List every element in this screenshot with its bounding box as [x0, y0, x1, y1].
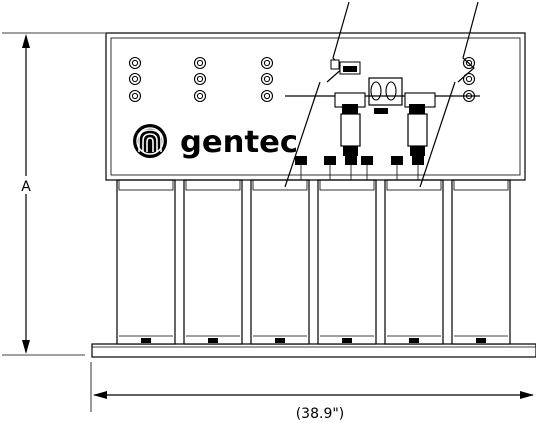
brand-name: gentec — [180, 125, 298, 160]
indicator-light — [260, 89, 274, 103]
indicator-light — [128, 56, 142, 70]
capacitor-can — [116, 179, 176, 345]
width-dimension-label: (38.9") — [296, 406, 345, 422]
indicator-light — [260, 56, 274, 70]
capacitor-can — [317, 179, 377, 345]
height-dimension: A — [2, 32, 105, 356]
capacitor-can — [183, 179, 243, 345]
height-dimension-label: A — [21, 179, 31, 195]
width-dimension: (38.9") — [90, 362, 534, 422]
indicator-light — [128, 89, 142, 103]
gentec-logo: gentec — [133, 124, 298, 160]
capacitor-cans — [116, 179, 511, 345]
base-plate — [91, 343, 536, 358]
indicator-light — [193, 89, 207, 103]
fuse-right — [407, 113, 428, 147]
indicator-light — [260, 72, 274, 86]
indicator-light — [193, 56, 207, 70]
capacitor-can — [250, 179, 310, 345]
enclosure — [105, 32, 526, 181]
internal-assembly — [285, 59, 480, 180]
break-lines — [284, 1, 479, 188]
fuse-left — [340, 113, 361, 147]
indicator-light — [128, 72, 142, 86]
indicator-lights — [128, 56, 476, 103]
indicator-light — [193, 72, 207, 86]
indicator-light — [462, 72, 476, 86]
capacitor-can — [384, 179, 444, 345]
capacitor-can — [451, 179, 511, 345]
